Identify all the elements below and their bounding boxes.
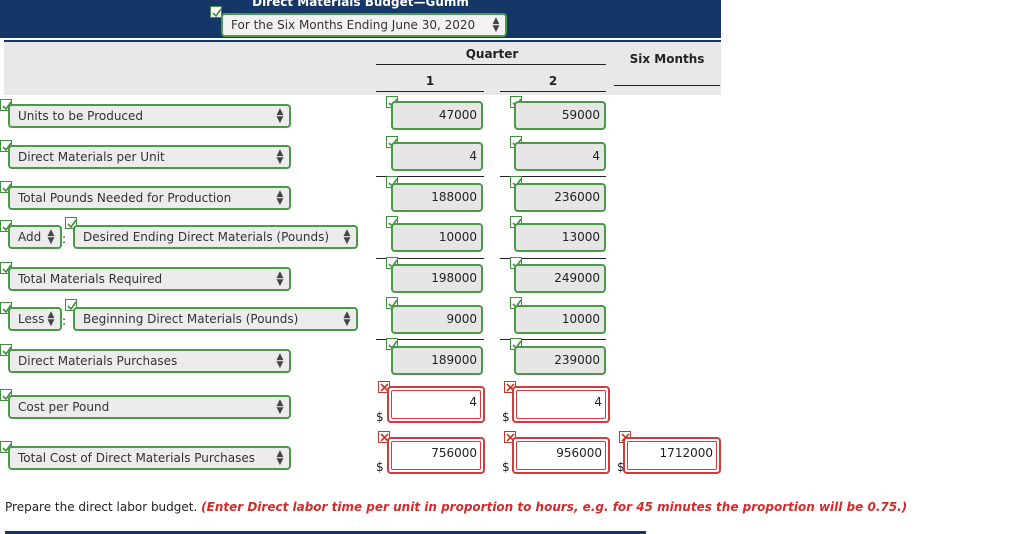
q1-input-value: 756000 [391, 441, 481, 470]
q1-input-value: 4 [391, 390, 481, 419]
row-label-select[interactable]: Cost per Pound ▲▼ [8, 395, 291, 419]
colon: : [62, 232, 67, 246]
updown-arrows-icon: ▲▼ [276, 270, 284, 288]
row-label-select[interactable]: Direct Materials per Unit ▲▼ [8, 145, 291, 169]
six-months-underline [614, 85, 720, 86]
currency-symbol: $ [376, 410, 384, 424]
operator-label: Add [18, 230, 42, 244]
instruction-note: (Enter Direct labor time per unit in pro… [201, 500, 908, 514]
quarter-header: Quarter [465, 47, 519, 61]
q2-input[interactable]: 249000 [514, 264, 606, 293]
row-label-select[interactable]: Units to be Produced ▲▼ [8, 104, 291, 128]
row-label: Units to be Produced [18, 109, 144, 123]
row-label-select[interactable]: Total Pounds Needed for Production ▲▼ [8, 186, 291, 210]
row-label: Direct Materials Purchases [18, 354, 178, 368]
subtotal-underline [500, 258, 606, 259]
operator-select[interactable]: Add ▲▼ [8, 225, 62, 249]
period-select[interactable]: For the Six Months Ending June 30, 2020 … [221, 13, 507, 37]
updown-arrows-icon: ▲▼ [47, 228, 55, 246]
quarter-2-header: 2 [548, 74, 558, 88]
period-select-value: For the Six Months Ending June 30, 2020 [231, 18, 476, 32]
q1-input[interactable]: 10000 [391, 223, 483, 252]
q2-input[interactable]: 13000 [514, 223, 606, 252]
check-icon [210, 6, 222, 18]
updown-arrows-icon: ▲▼ [276, 398, 284, 416]
subtotal-underline [376, 258, 484, 259]
row-label: Total Pounds Needed for Production [18, 191, 232, 205]
currency-symbol: $ [376, 460, 384, 474]
q2-input[interactable]: 239000 [514, 346, 606, 375]
q1-input[interactable]: 9000 [391, 305, 483, 334]
currency-symbol: $ [502, 460, 510, 474]
updown-arrows-icon: ▲▼ [343, 228, 351, 246]
footer-bar [5, 531, 646, 534]
q1-input[interactable]: 188000 [391, 183, 483, 212]
currency-symbol: $ [617, 460, 625, 474]
row-label-select[interactable]: Beginning Direct Materials (Pounds) ▲▼ [73, 307, 358, 331]
updown-arrows-icon: ▲▼ [276, 107, 284, 125]
budget-title: Direct Materials Budget—Gumm [252, 0, 469, 9]
row-label-select[interactable]: Total Materials Required ▲▼ [8, 267, 291, 291]
six-months-input-value: 1712000 [627, 441, 717, 470]
operator-label: Less [18, 312, 45, 326]
subtotal-underline [376, 339, 484, 340]
updown-arrows-icon: ▲▼ [343, 310, 351, 328]
q1-input[interactable]: 198000 [391, 264, 483, 293]
six-months-header: Six Months [629, 52, 705, 66]
q2-input[interactable]: 4 [514, 142, 606, 171]
row-label: Desired Ending Direct Materials (Pounds) [83, 230, 330, 244]
row-label-select[interactable]: Total Cost of Direct Materials Purchases… [8, 446, 291, 470]
updown-arrows-icon: ▲▼ [492, 16, 500, 34]
row-label: Beginning Direct Materials (Pounds) [83, 312, 299, 326]
operator-select[interactable]: Less ▲▼ [8, 307, 62, 331]
q1-input[interactable]: 4 [387, 386, 485, 423]
row-label: Total Materials Required [18, 272, 163, 286]
subtotal-underline [376, 176, 484, 177]
row-label: Cost per Pound [18, 400, 110, 414]
row-label: Total Cost of Direct Materials Purchases [18, 451, 256, 465]
row-label: Direct Materials per Unit [18, 150, 165, 164]
q1-input[interactable]: 47000 [391, 101, 483, 130]
budget-header: Direct Materials Budget—Gumm For the Six… [0, 0, 721, 38]
row-label-select[interactable]: Desired Ending Direct Materials (Pounds)… [73, 225, 358, 249]
q1-input[interactable]: 756000 [387, 437, 485, 474]
q2-input-value: 956000 [516, 441, 606, 470]
updown-arrows-icon: ▲▼ [47, 310, 55, 328]
q2-input[interactable]: 59000 [514, 101, 606, 130]
instruction-text: Prepare the direct labor budget. (Enter … [5, 500, 907, 514]
q2-input[interactable]: 10000 [514, 305, 606, 334]
subtotal-underline [500, 176, 606, 177]
column-header-band [4, 40, 721, 95]
updown-arrows-icon: ▲▼ [276, 148, 284, 166]
updown-arrows-icon: ▲▼ [276, 449, 284, 467]
quarter-1-header: 1 [425, 74, 435, 88]
subtotal-underline [500, 339, 606, 340]
six-months-input[interactable]: 1712000 [623, 437, 721, 474]
q2-input[interactable]: 236000 [514, 183, 606, 212]
updown-arrows-icon: ▲▼ [276, 189, 284, 207]
instruction-main: Prepare the direct labor budget. [5, 500, 198, 514]
q2-input[interactable]: 956000 [512, 437, 610, 474]
row-label-select[interactable]: Direct Materials Purchases ▲▼ [8, 349, 291, 373]
q2-input[interactable]: 4 [512, 386, 610, 423]
colon: : [62, 314, 67, 328]
currency-symbol: $ [502, 410, 510, 424]
quarter-1-underline [376, 91, 484, 92]
q1-input[interactable]: 189000 [391, 346, 483, 375]
q1-input[interactable]: 4 [391, 142, 483, 171]
updown-arrows-icon: ▲▼ [276, 352, 284, 370]
q2-input-value: 4 [516, 390, 606, 419]
quarter-underline [376, 64, 606, 65]
quarter-2-underline [500, 91, 606, 92]
